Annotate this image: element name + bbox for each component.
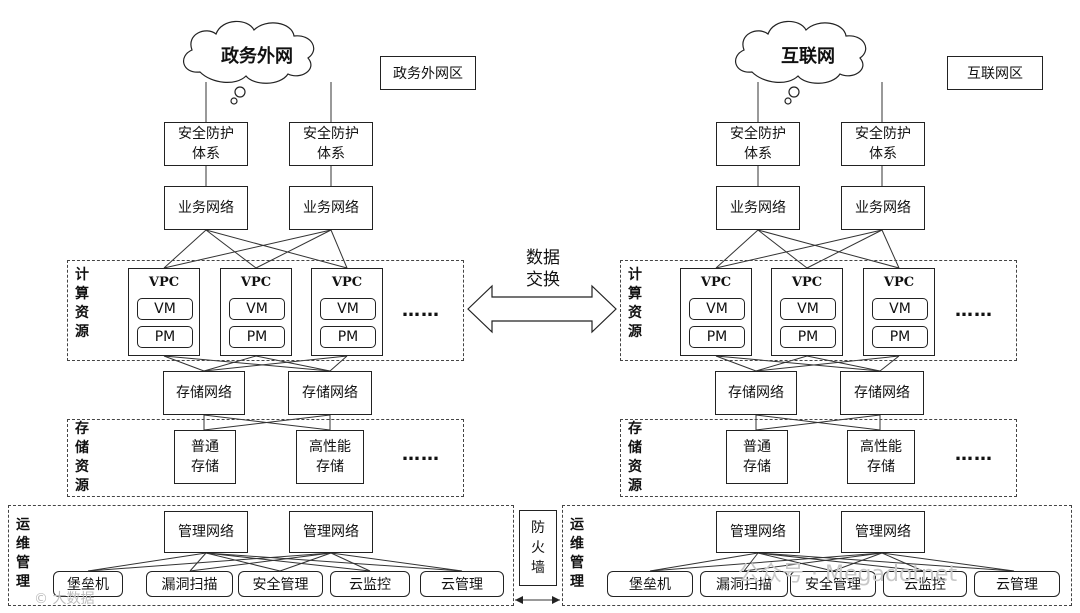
security-system-left-2: 安全防护 体系: [289, 122, 373, 166]
storage-more-left: ……: [402, 444, 440, 465]
security-mgmt-right: 安全管理: [790, 571, 876, 597]
cloud-monitor-right: 云监控: [883, 571, 967, 597]
vuln-scan-right: 漏洞扫描: [700, 571, 788, 597]
pm-box: PM: [137, 326, 193, 348]
cloud-label-left: 政务外网: [221, 46, 293, 67]
high-perf-storage-right: 高性能 存储: [847, 430, 915, 484]
mgmt-network-right-1: 管理网络: [716, 511, 800, 553]
vpc-left-1: VPC VM PM: [128, 268, 200, 356]
ops-label-right: 运 维 管 理: [570, 517, 584, 590]
data-exchange-label: 数据 交换: [526, 248, 560, 290]
security-system-left-1: 安全防护 体系: [164, 122, 248, 166]
storage-more-right: ……: [955, 444, 993, 465]
storage-label-left: 存 储 资 源: [75, 421, 89, 494]
storage-network-right-2: 存储网络: [840, 371, 924, 415]
vm-box: VM: [689, 298, 745, 320]
storage-zone-left: [67, 419, 464, 497]
ops-zone-left: [8, 505, 514, 606]
cloud-monitor-left: 云监控: [330, 571, 410, 597]
vpc-title: VPC: [883, 275, 915, 290]
vm-box: VM: [229, 298, 285, 320]
business-network-left-2: 业务网络: [289, 186, 373, 230]
storage-label-right: 存 储 资 源: [628, 421, 642, 494]
storage-network-left-1: 存储网络: [163, 371, 245, 415]
storage-network-left-2: 存储网络: [288, 371, 372, 415]
firewall-box: 防 火 墙: [519, 510, 557, 586]
normal-storage-right: 普通 存储: [726, 430, 788, 484]
pm-box: PM: [689, 326, 745, 348]
cloud-mgmt-right: 云管理: [974, 571, 1060, 597]
business-network-left-1: 业务网络: [164, 186, 248, 230]
security-system-right-1: 安全防护 体系: [716, 122, 800, 166]
security-system-right-2: 安全防护 体系: [841, 122, 925, 166]
mgmt-network-left-2: 管理网络: [289, 511, 373, 553]
mgmt-network-right-2: 管理网络: [841, 511, 925, 553]
cloud-shape-left: [183, 20, 315, 105]
vpc-title: VPC: [331, 275, 363, 290]
vm-box: VM: [780, 298, 836, 320]
compute-more-left: ……: [402, 300, 440, 321]
bastion-host-right: 堡垒机: [607, 571, 693, 597]
pm-box: PM: [872, 326, 928, 348]
vpc-title: VPC: [148, 275, 180, 290]
pm-box: PM: [320, 326, 376, 348]
pm-box: PM: [229, 326, 285, 348]
vuln-scan-left: 漏洞扫描: [146, 571, 233, 597]
cloud-mgmt-left: 云管理: [420, 571, 504, 597]
vpc-left-2: VPC VM PM: [220, 268, 292, 356]
watermark: 公众号 · Megadotnet: [738, 562, 958, 587]
vpc-title: VPC: [700, 275, 732, 290]
ops-label-left: 运 维 管 理: [16, 517, 30, 590]
compute-zone-left: [67, 260, 464, 361]
vpc-left-3: VPC VM PM: [311, 268, 383, 356]
vpc-right-1: VPC VM PM: [680, 268, 752, 356]
ops-zone-right: [562, 505, 1072, 606]
business-network-right-1: 业务网络: [716, 186, 800, 230]
vpc-right-2: VPC VM PM: [771, 268, 843, 356]
compute-more-right: ……: [955, 300, 993, 321]
storage-network-right-1: 存储网络: [715, 371, 797, 415]
security-mgmt-left: 安全管理: [238, 571, 323, 597]
watermark-small: © 大数据: [34, 591, 95, 607]
vpc-title: VPC: [240, 275, 272, 290]
compute-label-right: 计 算 资 源: [628, 267, 642, 340]
vm-box: VM: [137, 298, 193, 320]
pm-box: PM: [780, 326, 836, 348]
zone-tag-right: 互联网区: [947, 56, 1043, 90]
business-network-right-2: 业务网络: [841, 186, 925, 230]
compute-zone-right: [620, 260, 1017, 361]
vm-box: VM: [872, 298, 928, 320]
cloud-shape-right: [735, 20, 867, 105]
cloud-label-right: 互联网: [781, 46, 835, 67]
compute-label-left: 计 算 资 源: [75, 267, 89, 340]
storage-zone-right: [620, 419, 1017, 497]
zone-tag-left: 政务外网区: [380, 56, 476, 90]
mgmt-network-left-1: 管理网络: [164, 511, 248, 553]
vm-box: VM: [320, 298, 376, 320]
vpc-title: VPC: [791, 275, 823, 290]
normal-storage-left: 普通 存储: [174, 430, 236, 484]
high-perf-storage-left: 高性能 存储: [296, 430, 364, 484]
vpc-right-3: VPC VM PM: [863, 268, 935, 356]
data-exchange-arrow: [467, 284, 617, 334]
bastion-host-left: 堡垒机: [53, 571, 123, 597]
